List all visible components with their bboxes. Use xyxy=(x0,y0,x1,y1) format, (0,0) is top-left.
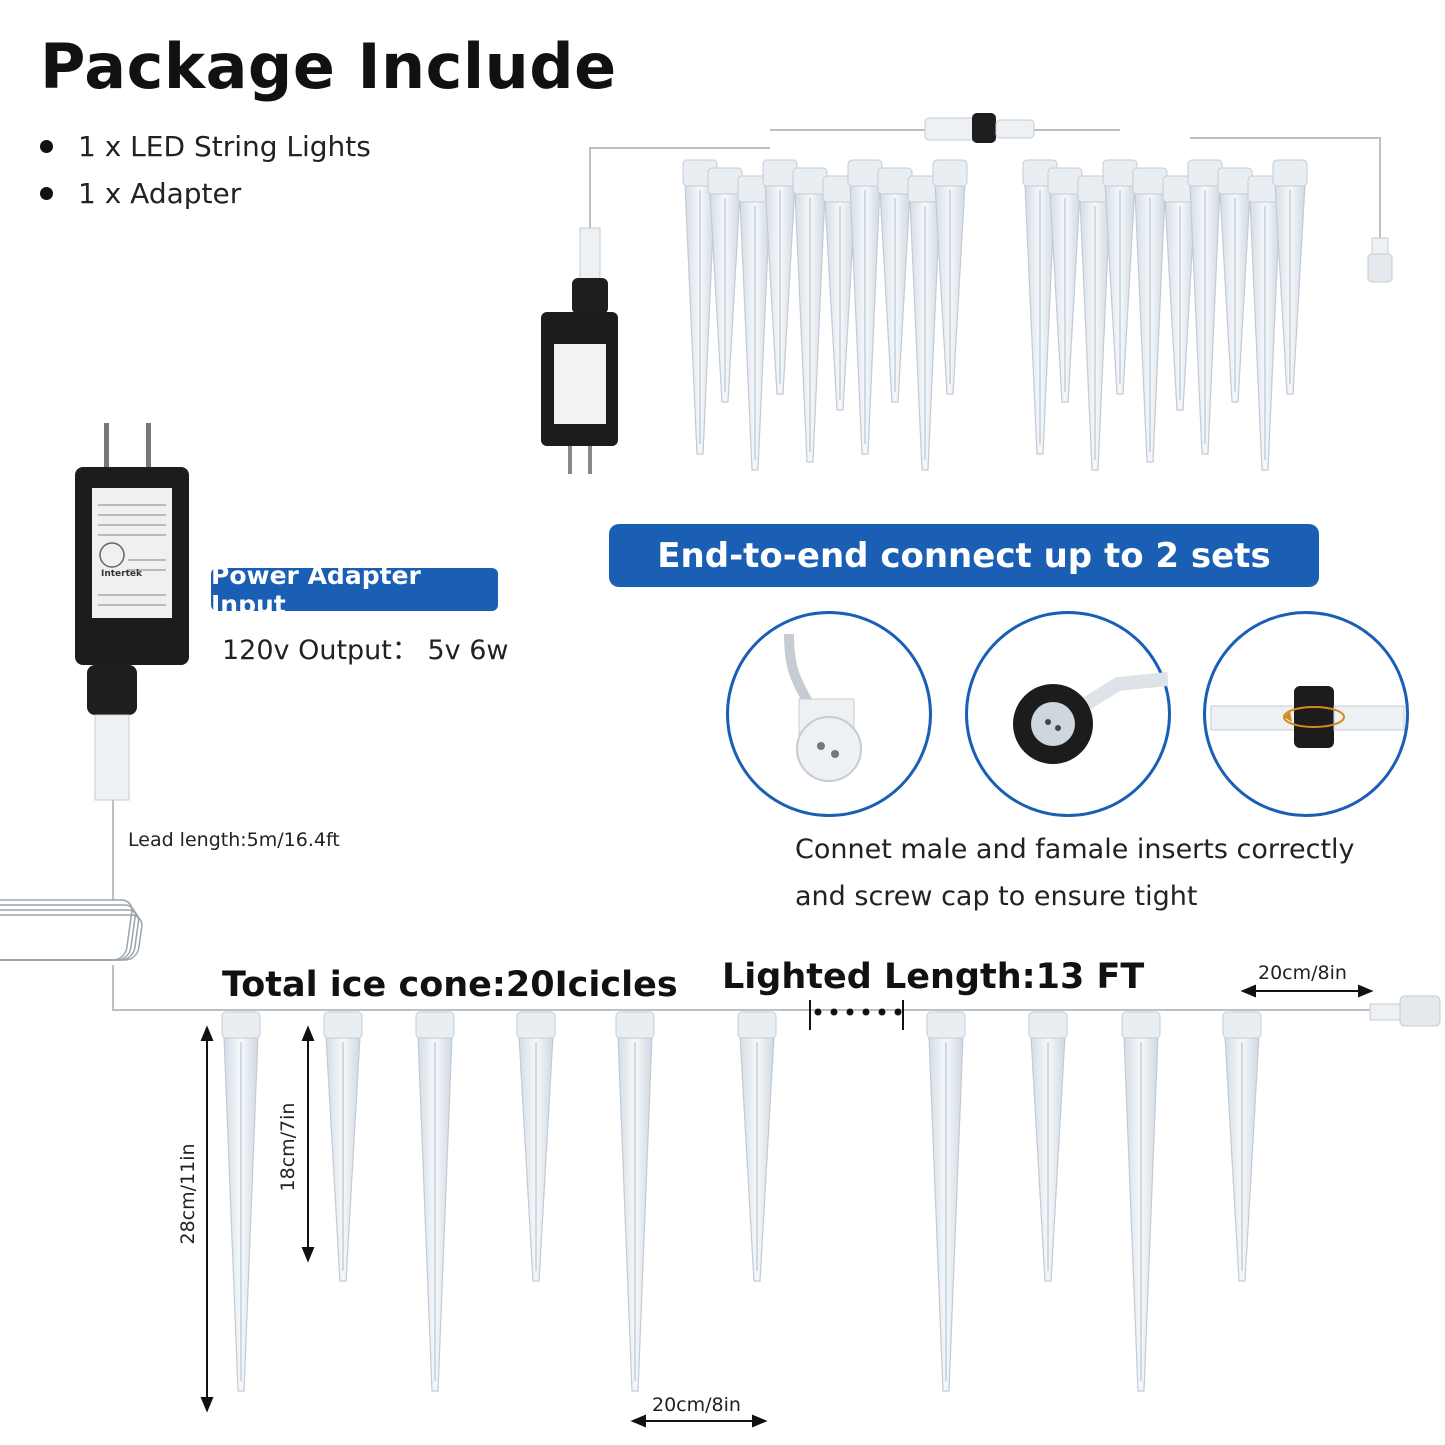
icicle-icon xyxy=(737,175,773,471)
total-cone-label: Total ice cone:20Icicles xyxy=(222,965,678,1005)
lead-wire xyxy=(112,800,1370,1011)
mid-connector-icon xyxy=(924,113,1035,143)
adapter-brand-label: Intertek xyxy=(101,569,142,579)
icicle-icon xyxy=(415,1011,455,1392)
icicle-icon xyxy=(847,159,883,455)
icicle-icon xyxy=(877,167,913,403)
icicle-icon xyxy=(1272,159,1308,395)
page-title: Package Include xyxy=(40,30,617,103)
icicle-icon xyxy=(926,1011,966,1392)
icicle-icon xyxy=(707,167,743,403)
package-item-label: 1 x LED String Lights xyxy=(78,130,371,163)
male-plug-icon xyxy=(784,633,862,782)
lighted-length-label: Lighted Length:13 FT xyxy=(722,957,1145,997)
connector-joined-detail xyxy=(1203,611,1409,817)
connect-banner: End-to-end connect up to 2 sets xyxy=(609,524,1319,587)
icicle-icon xyxy=(516,1011,556,1282)
end-cap-icon xyxy=(1367,237,1393,283)
lead-length-label: Lead length:5m/16.4ft xyxy=(128,829,340,851)
bullet-icon xyxy=(40,140,53,153)
connector-female-detail xyxy=(965,611,1171,817)
icicle-icon xyxy=(1132,167,1168,463)
package-item-led-lights: 1 x LED String Lights xyxy=(40,130,371,163)
icicle-icon xyxy=(1102,159,1138,395)
package-item-adapter: 1 x Adapter xyxy=(40,177,241,210)
icicle-icon xyxy=(932,159,968,395)
icicle-cluster-right xyxy=(1022,159,1308,471)
icicle-icon xyxy=(762,159,798,395)
icicle-icon xyxy=(1047,167,1083,403)
package-item-label: 1 x Adapter xyxy=(78,177,242,210)
wire-coil-icon xyxy=(0,899,143,961)
icicle-icon xyxy=(1121,1011,1161,1392)
screw-connect-icon xyxy=(1210,686,1405,748)
adapter-input-badge: Power Adapter Input xyxy=(211,561,498,619)
small-adapter-icon xyxy=(541,227,618,474)
long-cone-length-label: 28cm/11in xyxy=(177,1143,199,1245)
connect-instructions: Connet male and famale inserts correctly… xyxy=(795,826,1395,920)
top-wire xyxy=(589,129,1381,240)
female-cap-icon xyxy=(1013,672,1168,764)
icicle-icon xyxy=(1217,167,1253,403)
icicle-icon xyxy=(1247,175,1283,471)
spacing-label-bottom: 20cm/8in xyxy=(652,1394,741,1416)
connect-instructions-line1: Connet male and famale inserts correctly xyxy=(795,834,1355,865)
icicle-icon xyxy=(221,1011,261,1392)
icicle-icon xyxy=(1222,1011,1262,1282)
gap-dots xyxy=(809,1000,904,1030)
icicle-row xyxy=(221,1011,1262,1392)
bullet-icon xyxy=(40,187,53,200)
dimension-arrows xyxy=(200,984,1374,1428)
icicle-icon xyxy=(1187,159,1223,455)
icicle-cluster-left xyxy=(682,159,968,471)
adapter-spec: 120v Output： 5v 6w xyxy=(222,635,509,666)
icicle-icon xyxy=(1028,1011,1068,1282)
icicle-icon xyxy=(615,1011,655,1392)
connect-instructions-line2: and screw cap to ensure tight xyxy=(795,881,1198,912)
short-cone-length-label: 18cm/7in xyxy=(277,1102,299,1192)
power-adapter-icon xyxy=(75,423,189,801)
icicle-icon xyxy=(323,1011,363,1282)
connector-male-detail xyxy=(726,611,932,817)
icicle-icon xyxy=(792,167,828,463)
icicle-icon xyxy=(737,1011,777,1282)
spacing-label-top: 20cm/8in xyxy=(1258,962,1347,984)
end-connector-icon xyxy=(1369,995,1441,1027)
